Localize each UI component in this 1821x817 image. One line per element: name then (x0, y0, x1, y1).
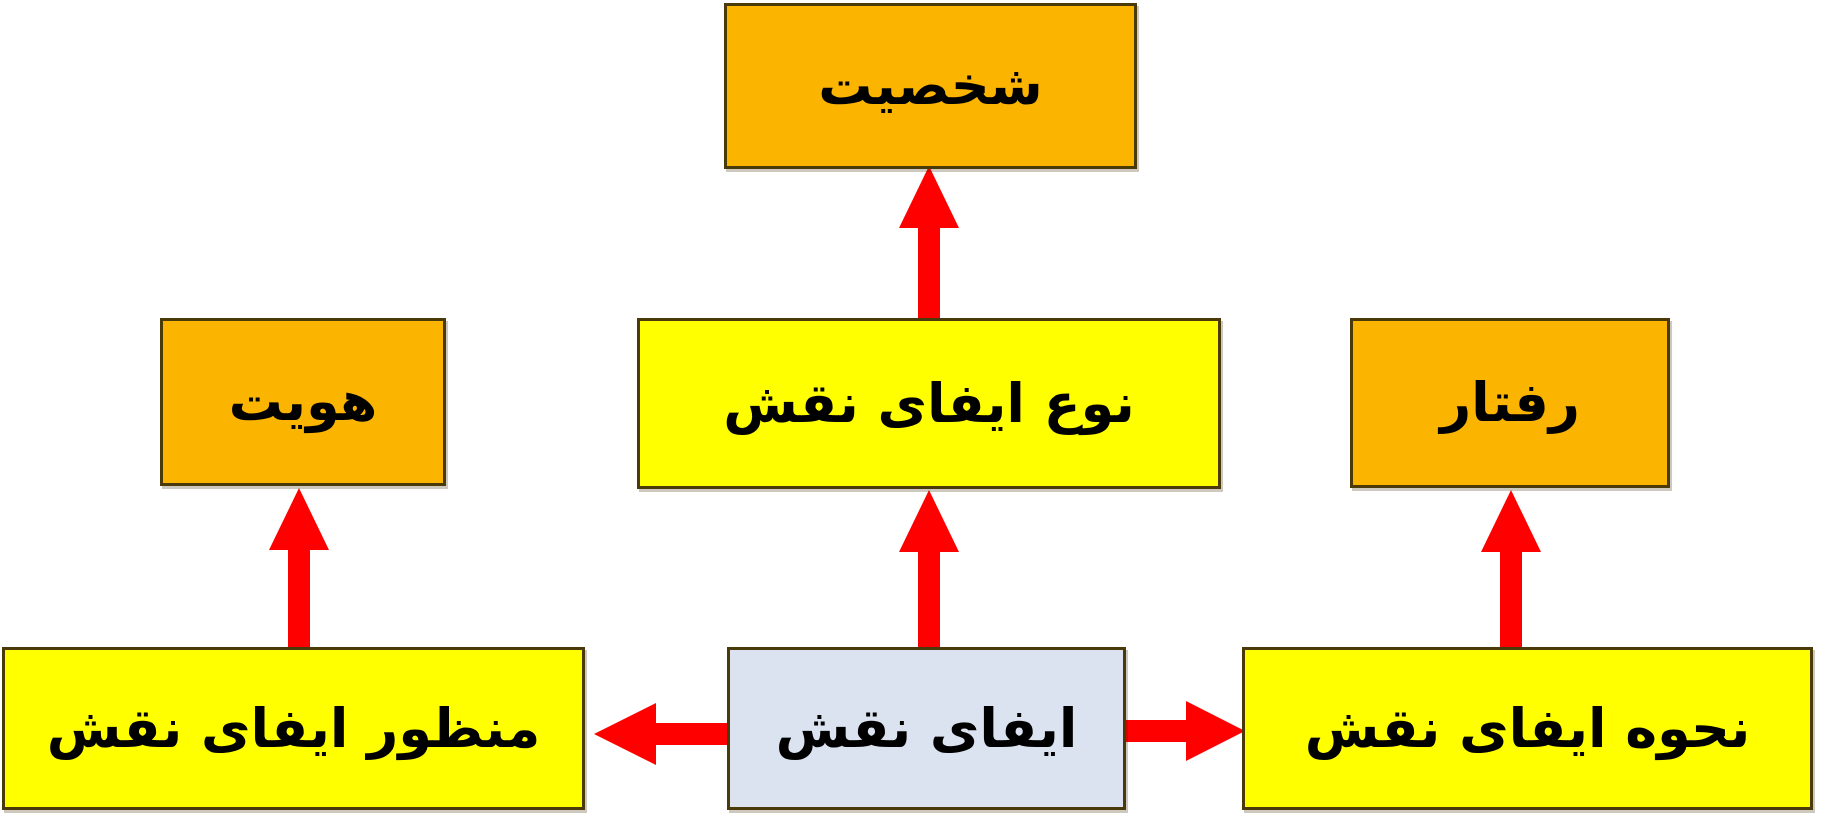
node-role-purpose: منظور ایفای نقش (2, 647, 585, 810)
arrow-role-purpose-to-identity (269, 488, 329, 648)
arrow-role-type-to-personality (899, 166, 959, 320)
node-role-type-label: نوع ایفای نقش (723, 371, 1135, 435)
arrow-role-playing-to-role-purpose (594, 703, 729, 765)
node-identity-label: هویت (228, 370, 378, 433)
node-role-manner: نحوه ایفای نقش (1242, 647, 1813, 810)
node-role-playing-label: ایفای نقش (775, 696, 1078, 760)
node-personality-label: شخصیت (818, 54, 1043, 117)
node-identity: هویت (160, 318, 446, 486)
arrow-role-playing-to-role-type (899, 490, 959, 648)
node-role-manner-label: نحوه ایفای نقش (1304, 696, 1751, 760)
node-role-purpose-label: منظور ایفای نقش (46, 696, 541, 760)
node-personality: شخصیت (724, 3, 1137, 169)
arrow-role-playing-to-role-manner (1126, 701, 1245, 761)
node-role-type: نوع ایفای نقش (637, 318, 1221, 489)
arrow-role-manner-to-behavior (1481, 490, 1541, 648)
node-behavior-label: رفتار (1440, 371, 1580, 434)
node-role-playing: ایفای نقش (727, 647, 1126, 810)
node-behavior: رفتار (1350, 318, 1670, 488)
